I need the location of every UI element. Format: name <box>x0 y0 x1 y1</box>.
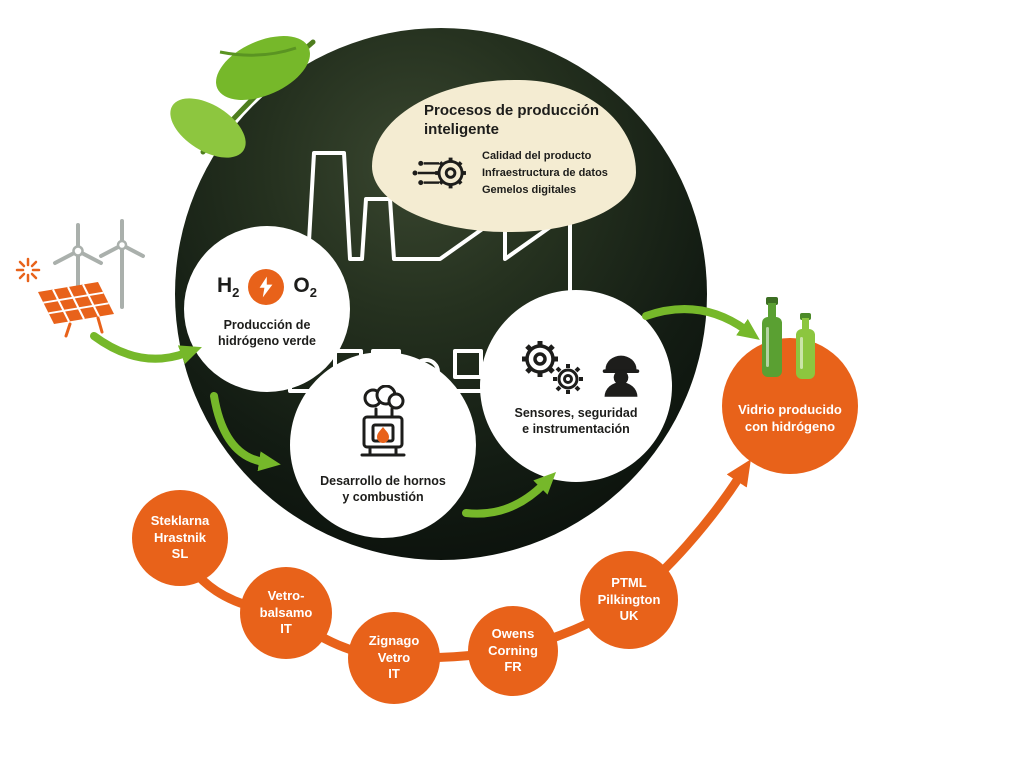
smart-item: Gemelos digitales <box>482 183 577 196</box>
furnace-icon <box>360 384 406 457</box>
sensors-circle-label: Sensores, seguridad e instrumentación <box>514 405 638 436</box>
solar-panel-icon <box>15 257 114 338</box>
smart-process-items: Calidad del producto Infraestructura de … <box>482 148 608 199</box>
bottles-icon <box>762 297 815 379</box>
sensors-circle: Sensores, seguridad e instrumentación <box>480 290 672 482</box>
partner-owens-corning: Owens Corning FR <box>468 606 558 696</box>
smart-process-panel: Procesos de producción inteligente <box>372 80 636 232</box>
gear-circuit-icon <box>412 157 466 189</box>
smart-item: Infraestructura de datos <box>482 166 608 179</box>
lightning-icon <box>248 268 285 305</box>
hydrogen-production-circle: H2 O2 Producción de hidrógeno verde <box>184 226 350 392</box>
partner-steklarna-hrastnik: Steklarna Hrastnik SL <box>132 490 228 586</box>
h2-o2-row: H2 O2 <box>216 268 317 305</box>
o2-label: O2 <box>293 273 317 300</box>
gears-icon <box>522 340 583 394</box>
smart-item: Calidad del producto <box>482 149 592 162</box>
glass-result-circle: Vidrio producido con hidrógeno <box>722 338 858 474</box>
wind-turbines-icon <box>53 219 145 317</box>
glass-circle-label: Vidrio producido con hidrógeno <box>738 402 842 434</box>
sun-icon <box>15 257 41 283</box>
partner-zignago-vetro: Zignago Vetro IT <box>348 612 440 704</box>
furnace-circle-label: Desarrollo de hornos y combustión <box>320 473 446 504</box>
furnace-development-circle: Desarrollo de hornos y combustión <box>290 352 476 538</box>
h2-label: H2 <box>216 273 240 300</box>
partner-vetrobalsamo: Vetro- balsamo IT <box>240 567 332 659</box>
hydrogen-circle-label: Producción de hidrógeno verde <box>218 317 316 348</box>
smart-process-title: Procesos de producción inteligente <box>424 102 600 138</box>
worker-icon <box>602 355 640 397</box>
partner-ptml-pilkington: PTML Pilkington UK <box>580 551 678 649</box>
